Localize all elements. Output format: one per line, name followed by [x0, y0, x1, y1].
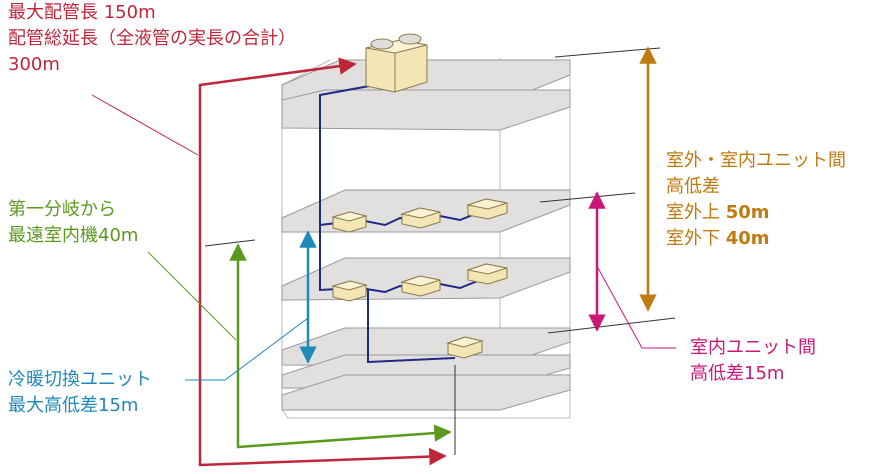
- outdoor-above-row: 室外上 50m: [666, 202, 770, 224]
- indoor-unit-icon: [466, 198, 508, 220]
- floor-slabs: [281, 59, 571, 411]
- outdoor-below-value: 40m: [725, 228, 770, 249]
- branch-distance-line1: 第一分岐から: [8, 199, 116, 220]
- switch-unit-line2: 最大高低差15m: [8, 395, 139, 416]
- max-pipe-length-line1: 最大配管長 150m: [8, 2, 156, 23]
- max-pipe-length-arrow: [91, 57, 447, 467]
- outdoor-indoor-line2: 高低差: [666, 176, 720, 197]
- reference-lines: [204, 47, 676, 455]
- outdoor-unit-icon: [365, 33, 428, 93]
- outdoor-above-label: 室外上: [666, 202, 720, 223]
- max-pipe-length-line3: 300m: [8, 54, 60, 75]
- max-pipe-length-line2: 配管総延長（全液管の実長の合計）: [8, 28, 296, 49]
- indoor-unit-icon: [446, 336, 484, 359]
- indoor-indoor-line2: 高低差15m: [690, 363, 785, 384]
- outdoor-above-value: 50m: [725, 202, 770, 223]
- indoor-unit-icon: [466, 263, 508, 285]
- branch-distance-arrow: [147, 243, 452, 449]
- outdoor-below-row: 室外下 40m: [666, 228, 770, 250]
- outdoor-indoor-line1: 室外・室内ユニット間: [666, 150, 846, 171]
- outdoor-below-label: 室外下: [666, 228, 720, 249]
- indoor-indoor-arrow: [588, 191, 676, 349]
- branch-distance-line2: 最遠室内機40m: [8, 225, 139, 246]
- switch-unit-line1: 冷暖切換ユニット: [8, 369, 152, 390]
- switch-unit-arrow: [185, 230, 317, 381]
- indoor-indoor-line1: 室内ユニット間: [690, 337, 816, 358]
